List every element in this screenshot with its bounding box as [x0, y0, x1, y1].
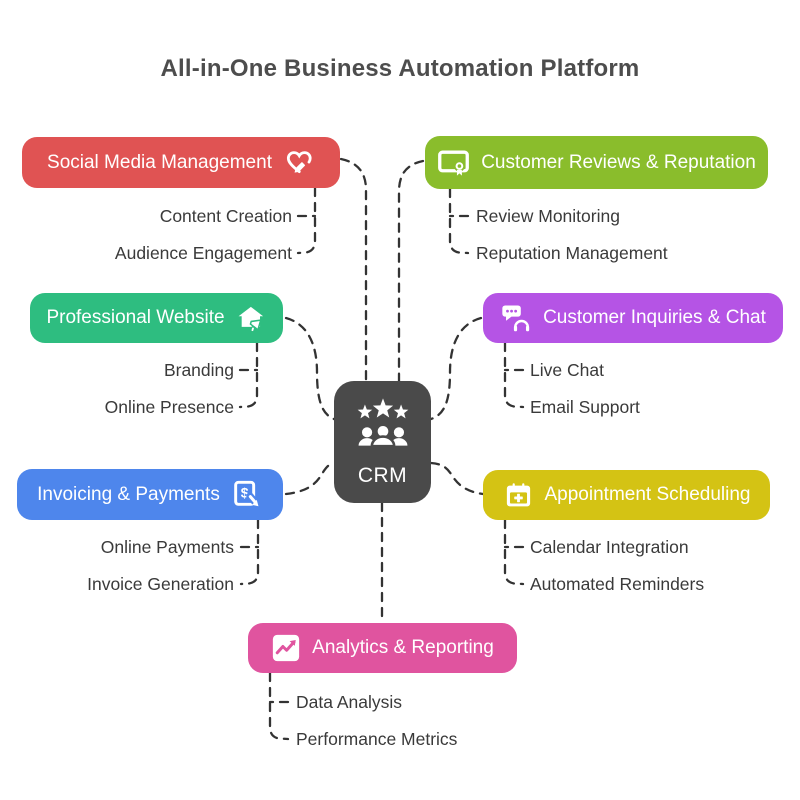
crm-center-node[interactable]: CRM: [334, 381, 431, 503]
branch-label: Professional Website: [46, 307, 225, 328]
sub-item-performance-metrics[interactable]: Performance Metrics: [296, 729, 458, 749]
sub-item-online-payments[interactable]: Online Payments: [100, 537, 234, 557]
branch-customer-inquiries-chat[interactable]: Customer Inquiries & Chat: [483, 293, 783, 343]
branch-appointment-scheduling[interactable]: Appointment Scheduling: [483, 470, 770, 520]
sub-item-branding[interactable]: Branding: [163, 360, 234, 380]
sub-item-content-creation[interactable]: Content Creation: [159, 206, 292, 226]
sub-item-automated-reminders[interactable]: Automated Reminders: [530, 574, 705, 594]
chat-headset-icon: [500, 302, 532, 334]
dollar-receipt-icon: $: [231, 479, 263, 511]
branch-label: Invoicing & Payments: [37, 483, 220, 505]
sub-item-audience-engagement[interactable]: Audience Engagement: [114, 243, 292, 263]
sub-item-calendar-integration[interactable]: Calendar Integration: [530, 537, 689, 557]
branch-label: Analytics & Reporting: [312, 637, 494, 658]
sub-item-invoice-generation[interactable]: Invoice Generation: [87, 574, 234, 594]
calendar-plus-icon: [503, 480, 534, 511]
certificate-ribbon-icon: [437, 146, 470, 179]
branch-label: Customer Inquiries & Chat: [543, 307, 766, 328]
branch-label: Social Media Management: [47, 151, 272, 173]
heart-pencil-icon: [283, 147, 315, 179]
branch-label: Appointment Scheduling: [544, 484, 751, 505]
sub-item-live-chat[interactable]: Live Chat: [530, 360, 604, 380]
sub-item-review-monitoring[interactable]: Review Monitoring: [476, 206, 620, 226]
branch-professional-website[interactable]: Professional Website: [30, 293, 283, 343]
stars-people-icon: [349, 397, 417, 462]
branch-social-media-management[interactable]: Social Media Management: [22, 137, 340, 188]
branch-label: Customer Reviews & Reputation: [481, 151, 756, 173]
page-title: All-in-One Business Automation Platform: [160, 55, 640, 82]
home-megaphone-icon: [236, 303, 267, 334]
crm-label: CRM: [357, 463, 408, 487]
sub-item-email-support[interactable]: Email Support: [530, 397, 640, 417]
sub-item-reputation-management[interactable]: Reputation Management: [476, 243, 668, 263]
svg-text:$: $: [241, 484, 249, 500]
branch-analytics-reporting[interactable]: Analytics & Reporting: [248, 623, 517, 673]
sub-item-data-analysis[interactable]: Data Analysis: [296, 692, 403, 712]
sub-item-online-presence[interactable]: Online Presence: [104, 397, 234, 417]
branch-customer-reviews-reputation[interactable]: Customer Reviews & Reputation: [425, 136, 768, 189]
line-chart-icon: [271, 633, 301, 663]
branch-invoicing-payments[interactable]: Invoicing & Payments $: [17, 469, 283, 520]
